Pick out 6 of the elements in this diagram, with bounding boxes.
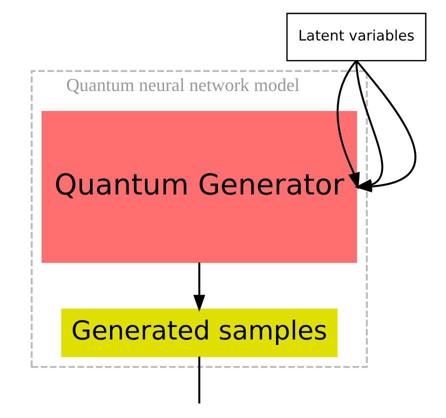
node-box: Generated samples bbox=[60, 308, 337, 358]
connector bbox=[198, 356, 200, 404]
node-box: Quantum Generator bbox=[41, 111, 357, 263]
node-box: Latent variables bbox=[286, 12, 426, 62]
arrow bbox=[336, 60, 360, 190]
arrow bbox=[192, 262, 205, 312]
